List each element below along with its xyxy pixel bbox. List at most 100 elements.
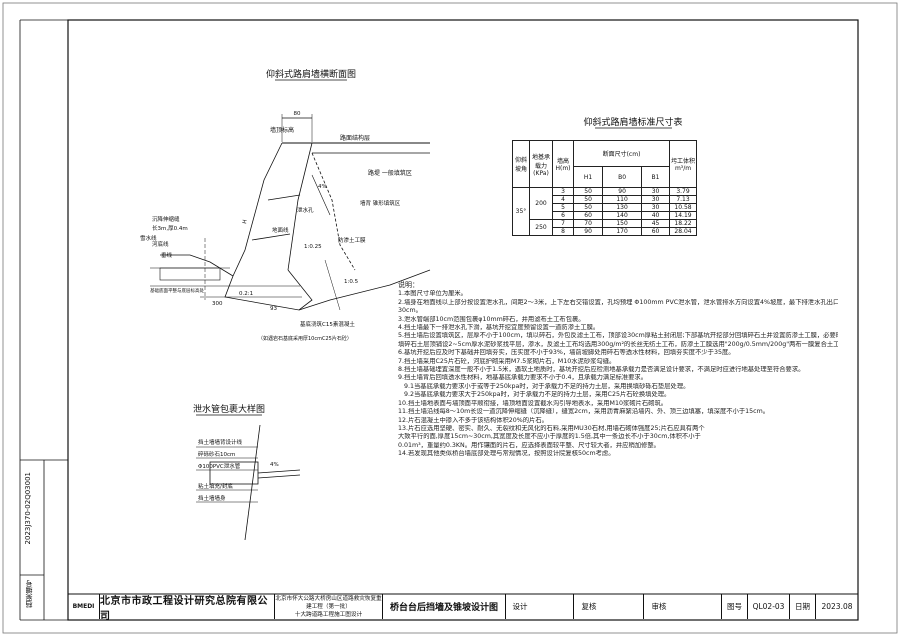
- th-section: 断面尺寸(cm): [573, 139, 670, 168]
- drain-pipe-upper: [267, 194, 301, 201]
- wall-front-face: [232, 142, 283, 277]
- cell-angle: 35°: [512, 187, 530, 236]
- dim-02-label: 0.2:1: [239, 291, 253, 297]
- fill-zone-line: [311, 152, 356, 271]
- slope-dim: [324, 259, 341, 311]
- slope-4pct-label: 4%: [318, 184, 327, 190]
- table-cell: 18.22: [669, 219, 697, 228]
- dim-93-label: 93: [270, 306, 277, 312]
- table-cell: 60: [572, 211, 604, 220]
- detail-title: 泄水管包裹大样图: [193, 403, 265, 415]
- th-volume: 圬工体积m³/m: [669, 140, 697, 188]
- h-dim-label: H: [242, 219, 249, 224]
- foundation-label: 垂线: [161, 251, 173, 259]
- pipe-detail: [196, 424, 301, 541]
- table-row: 35° 200 3 50 90 30 3.79: [512, 187, 697, 236]
- th-height: 墙高H(m): [552, 140, 574, 188]
- table-cell: 30: [641, 203, 670, 212]
- cross-section: [150, 114, 431, 311]
- sidebar-label: 档案编号: [25, 580, 33, 608]
- bottom-note: 基础底面平整与底层标高处: [150, 287, 204, 294]
- review-sign: [604, 594, 644, 619]
- note-line: 填碎石土层顶铺设2~5cm厚水泥砂浆找平层，渗水，反滤土工布均选用300g/m²…: [398, 340, 838, 348]
- table-title: 仰斜式路肩墙标准尺寸表: [583, 116, 682, 128]
- wall-top-label: 墙顶标高: [270, 126, 294, 134]
- table-cell: 50: [572, 187, 604, 196]
- drain-pipe-lower: [251, 233, 291, 241]
- design-sign: [534, 594, 574, 619]
- wall-back-face: [287, 142, 313, 271]
- project-line-2: 十大跨道路工程施工图设计: [294, 611, 363, 618]
- figno-label: 图号: [722, 594, 748, 619]
- table-cell: 130: [602, 203, 643, 212]
- detail-pipe-label: Φ100PVC泄水管: [198, 462, 241, 470]
- ground-line: [298, 269, 431, 311]
- note-line: 9.2当基底承载力要求大于250kpa时，对于承载力不足的持力土层，采用C25片…: [404, 391, 671, 399]
- joint-spacing-label: 长3m,厚0.4m: [152, 224, 188, 232]
- table-cell: 90: [602, 187, 643, 196]
- detail-wall-back: [244, 424, 261, 541]
- table-cell: 30: [641, 195, 670, 204]
- approve-label: 审核: [651, 602, 667, 611]
- th-b0: B0: [602, 166, 643, 188]
- table-cell: 110: [602, 195, 643, 204]
- design-label: 设计: [512, 602, 528, 611]
- note-line: 2.墙身在地面线以上部分按设置泄水孔，间距2～3米，上下左右交错设置，孔均预埋 …: [398, 298, 838, 306]
- notes-title: 说明：: [398, 281, 419, 289]
- note-line: 4.挡土墙最下一排泄水孔下滑，基坑开挖宜度预留设置一道防渗土工膜。: [398, 324, 600, 332]
- table-cell: 5: [552, 203, 574, 212]
- note-line: 14.若发现其他类似桥台墙底部处理与常规情况，按照设计院复核50cm考虑。: [398, 450, 615, 458]
- section-texts: 80 墙顶标高 路面结构层 路堤 一般填筑区 4% 泄水孔 地面线 防渗土工膜 …: [140, 111, 412, 342]
- note-line: 12.片石混凝土中掺入不多于该结构体积20%的片石。: [398, 416, 548, 424]
- table-cell: 6: [552, 211, 574, 220]
- note-line: 9.1当基底承载力要求小于或等于250kpa时，对于承载力不足的持力土层，采用换…: [404, 382, 690, 390]
- table-row: 8 90 170 60 28.04: [513, 227, 697, 236]
- th-b1: B1: [641, 166, 670, 188]
- date-value: 2023.08: [821, 602, 853, 611]
- note-line: 大致平行的面,厚度15cm~30cm,其宽度及长度不应小于厚度的1.5倍,其中一…: [398, 433, 701, 441]
- inner-frame: [67, 19, 859, 621]
- road-structure-label: 路面结构层: [340, 134, 370, 142]
- sidebar-code: 2023J370-02Q03001: [24, 472, 32, 545]
- note-line: 8.挡土墙基础埋置深度一般不小于1.5米，遇软土地质时，基坑开挖后应检测地基承载…: [398, 366, 805, 374]
- table-cell: 30: [641, 187, 670, 196]
- logo: BMEDI: [68, 594, 100, 619]
- dim-top-label: 80: [294, 111, 301, 117]
- dim-300-label: 300: [212, 301, 223, 307]
- table-cell: 28.04: [669, 227, 697, 236]
- th-angle: 仰斜坡角: [512, 140, 530, 188]
- ratio-label: 1:0.5: [344, 279, 359, 285]
- table-row: 6 60 140 40 14.19: [513, 211, 697, 220]
- design-notes: 说明： 1.本图尺寸单位为厘米。 2.墙身在地面线以上部分按设置泄水孔，间距2～…: [398, 281, 838, 459]
- table-cell: 90: [572, 227, 604, 236]
- date-label: 日期: [790, 594, 816, 619]
- wall-base: [224, 269, 313, 311]
- detail-fill-label: 粘土填充/封底: [198, 482, 233, 490]
- drawing-title: 桥台台后挡墙及锥坡设计图: [383, 594, 506, 619]
- river-bed-label: 河底线: [152, 240, 169, 248]
- detail-texts: 挡土墙墙背设计线 碎砾砂石10cm Φ100PVC泄水管 4% 粘土填充/封底 …: [198, 438, 279, 502]
- fill-hatch: [311, 174, 331, 216]
- note-line: 0.01m³，重量约0.3KN。用作镶面的片石，应选择表面较平整、尺寸较大者，并…: [398, 441, 660, 449]
- fill-zone-label: 墙背 锥形填筑区: [360, 199, 401, 207]
- note-line: 13.片石应选用坚硬、密实、耐久、无裂纹和无风化的石料,采用MU30石材,用墙石…: [398, 424, 705, 432]
- table-cell: 40: [641, 211, 670, 220]
- table-row: 250 7 70 150 45 18.22: [513, 219, 697, 236]
- approve-sign: [674, 594, 722, 619]
- project-line-1: 北京市怀大公路大桥房山区道路救灾恢复重建工程（第一批）: [275, 595, 382, 610]
- detail-pipe-line: [257, 469, 301, 474]
- table-cell: 70: [572, 219, 604, 228]
- road-zone-label: 路堤 一般填筑区: [368, 169, 412, 177]
- std-dimension-table: 仰斜坡角 地基承载力(KPa) 墙高H(m) 断面尺寸(cm) 圬工体积m³/m…: [512, 139, 697, 236]
- detail-wall-back-label: 挡土墙墙背设计线: [198, 438, 243, 446]
- note-line: 30cm。: [398, 307, 422, 315]
- concrete-note: 基底浇筑C15素混凝土: [300, 320, 355, 328]
- table-cell: 170: [602, 227, 643, 236]
- table-cell: 8: [552, 227, 574, 236]
- table-cell: 14.19: [669, 211, 697, 220]
- table-cell: 50: [572, 195, 604, 204]
- table-cell: 140: [602, 211, 643, 220]
